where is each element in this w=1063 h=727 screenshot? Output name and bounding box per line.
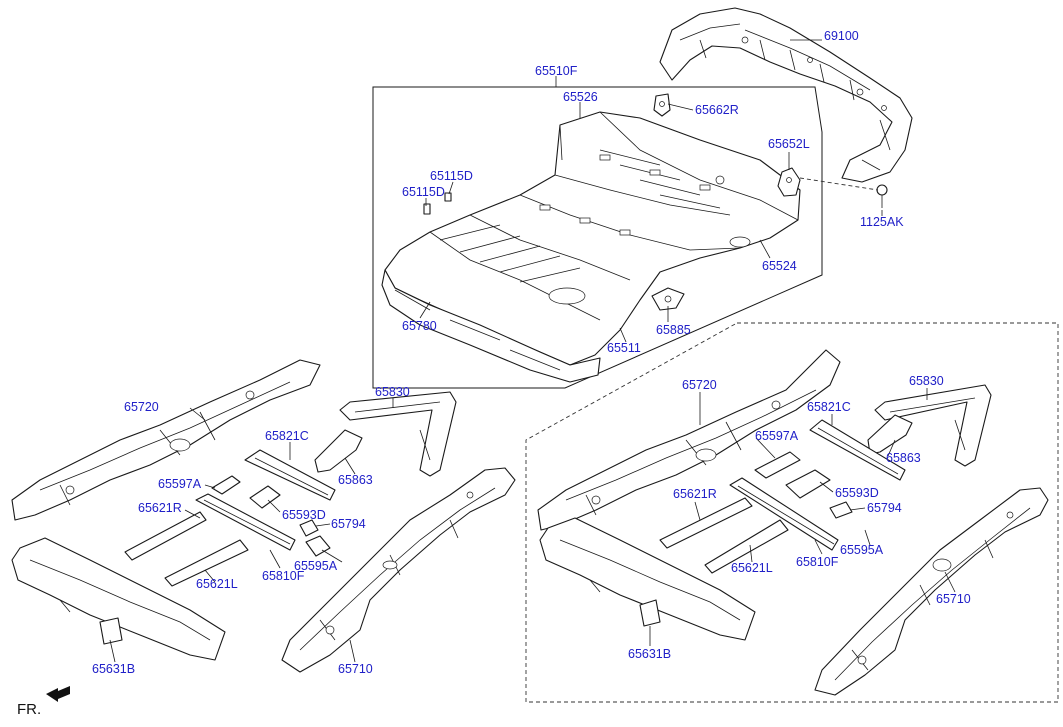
part-65621R-reinforcement-R (659, 497, 753, 549)
part-65621L-reinforcement-R (704, 519, 789, 574)
part-65597A-bracket-L (211, 475, 241, 495)
label-65595A-right: 65595A (840, 543, 884, 557)
label-65720-left: 65720 (124, 400, 159, 414)
label-65885: 65885 (656, 323, 691, 337)
part-65863-bracket-R (867, 414, 913, 455)
front-direction-label: FR. (17, 701, 41, 718)
label-65720-right: 65720 (682, 378, 717, 392)
label-65524: 65524 (762, 259, 797, 273)
label-65662R: 65662R (695, 103, 739, 117)
part-65631B-floor-panel-L (11, 537, 226, 661)
part-65631B-floor-panel-R (539, 517, 756, 641)
label-65526: 65526 (563, 90, 598, 104)
label-69100: 69100 (824, 29, 859, 43)
label-65830-left: 65830 (375, 385, 410, 399)
label-65597A-left: 65597A (158, 477, 202, 491)
part-65720-left-member-R (537, 349, 841, 531)
label-65810F-left: 65810F (262, 569, 305, 583)
part-65652L-bracket (777, 167, 801, 197)
part-65597A-bracket-R (754, 451, 801, 479)
label-1125AK: 1125AK (860, 215, 904, 229)
label-65810F-right: 65810F (796, 555, 839, 569)
part-69100-rear-panel (659, 7, 913, 183)
part-65863-bracket-L (314, 429, 363, 473)
part-65593D-bracket-R (785, 469, 831, 499)
label-65710-left: 65710 (338, 662, 373, 676)
label-65794-right: 65794 (867, 501, 902, 515)
label-65593D-left: 65593D (282, 508, 326, 522)
part-65821C-crossmember-R (809, 419, 906, 481)
part-65830-crossmember-L (339, 391, 457, 477)
label-65115D-upper: 65115D (430, 169, 473, 183)
label-65710-right: 65710 (936, 592, 971, 606)
part-65810F-crossmember-L (195, 493, 296, 551)
label-65780: 65780 (402, 319, 437, 333)
label-65621R-left: 65621R (138, 501, 182, 515)
part-1125AK-bolt (876, 184, 888, 208)
label-65830-right: 65830 (909, 374, 944, 388)
part-65794-plate-R (829, 501, 853, 519)
label-65621L-right: 65621L (731, 561, 773, 575)
part-65593D-bracket-L (249, 485, 281, 509)
label-65863-right: 65863 (886, 451, 921, 465)
part-65780-floor-side-member (381, 269, 601, 383)
part-65621R-reinforcement-L (124, 511, 207, 561)
bolt-dashed-leader (799, 177, 879, 191)
label-65595A-left: 65595A (294, 559, 338, 573)
label-65631B-left: 65631B (92, 662, 135, 676)
part-65885-cover (651, 287, 685, 311)
front-arrow-icon (46, 686, 70, 702)
label-65621L-left: 65621L (196, 577, 238, 591)
alt-variant-frame (525, 322, 1059, 703)
part-65621L-reinforcement-L (164, 539, 249, 587)
leader-lines (109, 39, 956, 663)
label-65115D-lower: 65115D (402, 185, 445, 199)
part-65794-plate-L (299, 519, 319, 537)
label-65597A-right: 65597A (755, 429, 799, 443)
label-65631B-right: 65631B (628, 647, 671, 661)
part-65710-right-member-R (814, 487, 1049, 696)
part-65810F-crossmember-R (729, 477, 839, 551)
label-65621R-right: 65621R (673, 487, 717, 501)
part-65821C-crossmember-L (244, 449, 336, 501)
label-65821C-right: 65821C (807, 400, 851, 414)
label-65510F: 65510F (535, 64, 578, 78)
part-65662R-bracket (653, 93, 671, 117)
part-65115D-clips (423, 192, 452, 215)
label-65863-left: 65863 (338, 473, 373, 487)
label-65511: 65511 (607, 341, 641, 355)
part-65720-left-member-L (11, 359, 321, 521)
part-65830-crossmember-R (874, 384, 992, 467)
part-65710-right-member-L (281, 467, 516, 673)
floor-assembly-frame (372, 86, 823, 389)
label-65794-left: 65794 (331, 517, 366, 531)
label-65821C-left: 65821C (265, 429, 309, 443)
label-65652L: 65652L (768, 137, 810, 151)
label-65593D-right: 65593D (835, 486, 879, 500)
